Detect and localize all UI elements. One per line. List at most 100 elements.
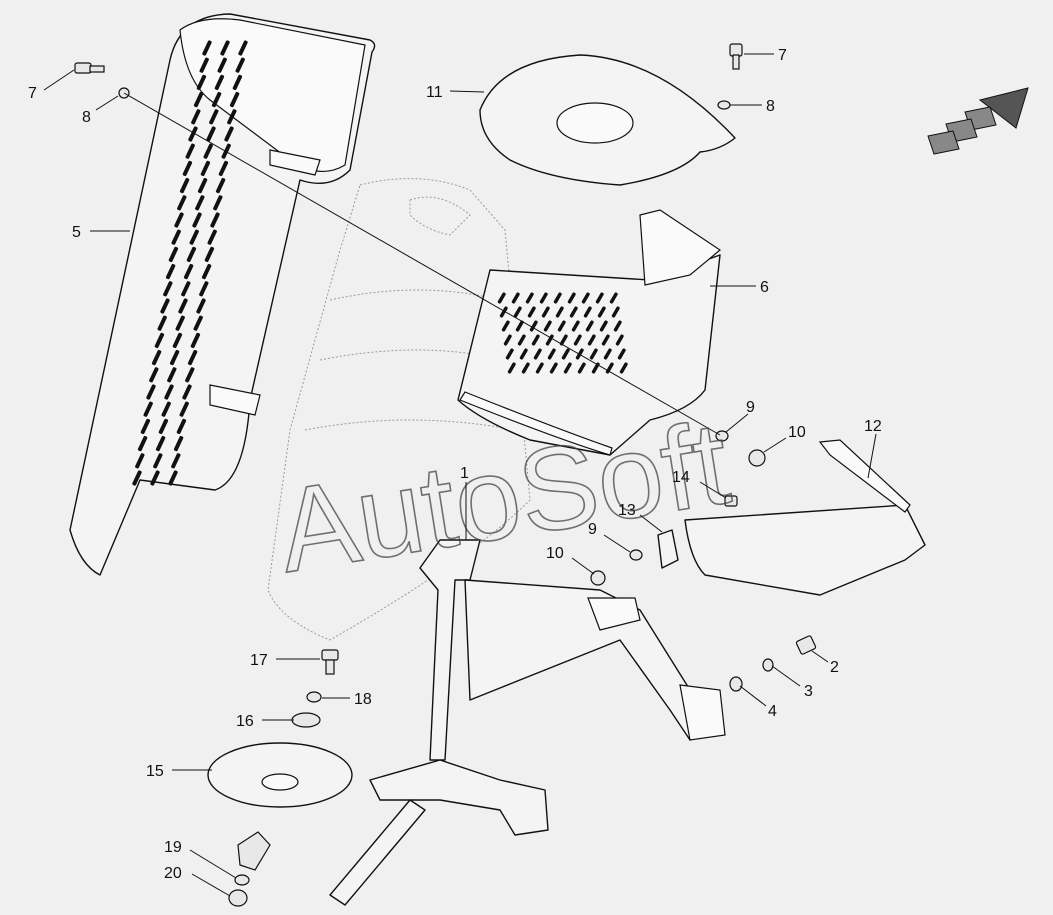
perforation-slot [210,212,220,228]
perforation-slot [189,229,199,245]
perforation-slot [199,281,209,297]
perforation-slot [553,292,562,304]
perforation-slot [547,348,556,360]
svg-text:20: 20 [164,865,182,882]
hardware [74,43,817,907]
perforation-slot [175,315,185,331]
perforation-slot [218,160,229,177]
svg-text:12: 12 [864,418,882,435]
part-5-perforated-shield [69,13,376,576]
perforation-slot [235,57,245,73]
perforation-slot [615,334,624,346]
perforation-slot [187,349,198,366]
perforation-slot [171,229,181,245]
perforation-slot [535,362,544,374]
perforation-slot [617,348,626,360]
callout-7b: 7 [744,47,787,64]
perforation-slot [192,212,202,228]
perforation-slot [503,334,512,346]
perforation-slot [573,334,582,346]
svg-text:6: 6 [760,279,769,296]
callout-17: 17 [250,652,320,669]
perforation-slot [193,91,204,108]
perforation-slot [214,74,225,91]
callout-8a: 8 [82,95,119,126]
part-12-side-bracket [684,439,926,596]
perforation-slot [497,292,506,304]
perforation-slot [163,281,173,297]
perforation-slot [611,306,620,318]
perforation-slot [513,306,522,318]
perforation-slot [533,348,542,360]
perforation-slot [196,298,206,314]
perforation-slot [161,401,171,417]
svg-text:2: 2 [830,659,839,676]
direction-arrow-icon [927,87,1029,155]
perforation-slot [155,435,166,452]
callout-14: 14 [672,469,727,499]
callout-12: 12 [864,418,882,479]
callout-3: 3 [771,665,813,700]
part-11-top-plate [479,54,736,186]
perforation-slot [158,418,169,435]
perforation-slot [196,74,207,91]
svg-text:3: 3 [804,683,813,700]
svg-text:15: 15 [146,763,164,780]
perforation-slot [146,384,156,400]
perforation-slot [201,263,212,280]
perforation-slot [597,306,606,318]
svg-text:8: 8 [82,109,91,126]
perforation-slot [563,362,572,374]
perforation-slot [545,334,554,346]
perforation-slot [609,292,618,304]
perforation-slot [595,292,604,304]
perforation-slot [203,143,213,159]
svg-text:7: 7 [778,47,787,64]
perforation-slot [179,401,189,417]
svg-text:9: 9 [588,521,597,538]
perforation-slot [140,418,151,435]
perforation-slot [525,292,534,304]
perforation-slot [601,334,610,346]
perforation-slot [143,401,153,417]
perforation-slot [583,306,592,318]
svg-text:10: 10 [546,545,564,562]
perforation-slot [507,362,516,374]
perforation-slot [181,281,191,297]
perforation-slot [211,91,222,108]
perforation-slot [559,334,568,346]
part-13-clamp [657,529,679,569]
perforation-slot [199,57,209,73]
perforation-slot [541,306,550,318]
perforation-slot [197,177,208,194]
perforation-slot [182,384,192,400]
perforation-slot [191,109,201,125]
callout-1: 1 [460,465,469,540]
perforation-slot [132,470,142,486]
perforation-slot [220,40,230,56]
svg-text:5: 5 [72,224,81,241]
perforation-slot [183,263,194,280]
callout-2: 2 [811,650,839,676]
callout-9a: 9 [725,399,755,433]
perforation-slot [185,367,195,383]
perforation-slot [200,160,211,177]
callout-4: 4 [739,685,777,720]
perforation-slot [165,263,176,280]
perforation-slot [619,362,628,374]
perforation-slot [169,349,180,366]
callout-5: 5 [72,224,130,241]
perforation-slot [571,320,580,332]
perforation-slot [227,109,237,125]
callout-20: 20 [164,865,231,897]
perforation-slot [135,453,145,469]
svg-text:9: 9 [746,399,755,416]
svg-text:1: 1 [460,465,469,482]
svg-text:18: 18 [354,691,372,708]
perforation-slot [168,470,178,486]
perforation-slot [173,435,184,452]
perforation-slot [171,453,181,469]
svg-text:19: 19 [164,839,182,856]
perforation-slot [603,348,612,360]
callout-16: 16 [236,713,294,730]
